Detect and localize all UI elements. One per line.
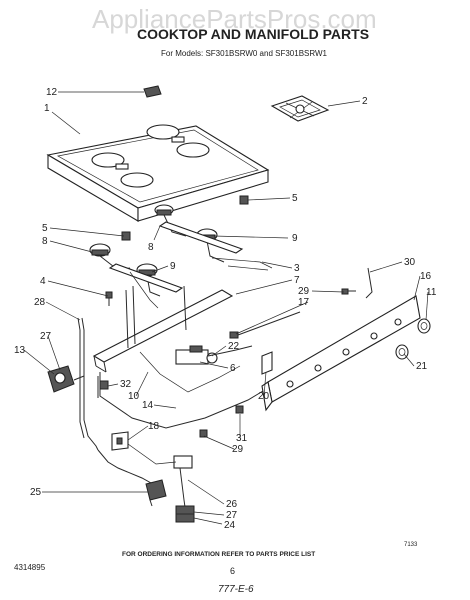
callout-7: 7 xyxy=(294,275,300,286)
callout-5-left: 5 xyxy=(42,223,48,234)
callout-32: 32 xyxy=(120,379,132,390)
callout-5-right: 5 xyxy=(292,193,298,204)
cooktop-clip xyxy=(143,85,162,98)
lower-gas-line xyxy=(97,449,161,489)
burner-tube-3 xyxy=(129,271,159,309)
callout-25: 27 xyxy=(226,510,238,521)
callout-17: 18 xyxy=(148,421,160,432)
callout-16: 17 xyxy=(298,297,310,308)
callout-2: 2 xyxy=(362,96,368,107)
callout-26: 27 xyxy=(40,331,52,342)
burner-front-left xyxy=(89,243,131,271)
callout-8-right: 8 xyxy=(148,242,154,253)
callout-12: 12 xyxy=(46,87,58,98)
bracket-18 xyxy=(261,351,273,375)
callout-21: 22 xyxy=(228,341,240,352)
burner-tube-1 xyxy=(211,257,273,269)
burner-tube-2 xyxy=(227,265,269,271)
burner-bracket-rear xyxy=(158,221,244,254)
callout-9-left: 9 xyxy=(170,261,176,272)
callout-13: 13 xyxy=(14,345,26,356)
callout-30: 29 xyxy=(232,444,244,455)
callout-23: 25 xyxy=(30,487,42,498)
ignitor-tube xyxy=(139,351,241,393)
callout-11: 11 xyxy=(426,287,437,298)
manifold-pipe xyxy=(99,372,269,429)
leader-lines xyxy=(23,91,429,525)
burner-box-frame xyxy=(92,285,234,373)
callout-29: 30 xyxy=(404,257,416,268)
control-panel xyxy=(261,295,421,412)
callout-9-right: 9 xyxy=(292,233,298,244)
screw-31 xyxy=(235,405,244,414)
screw-28 xyxy=(341,288,356,295)
knob-11 xyxy=(417,318,431,334)
callout-31: 31 xyxy=(236,433,248,444)
screw-4 xyxy=(105,291,113,306)
page-number: 6 xyxy=(230,566,235,576)
callout-14: 14 xyxy=(142,400,154,411)
callout-18: 20 xyxy=(258,391,270,402)
ordering-note: FOR ORDERING INFORMATION REFER TO PARTS … xyxy=(122,551,315,558)
bracket-17 xyxy=(111,431,129,451)
diagram-code: 7133 xyxy=(404,542,418,548)
burner-rear-left xyxy=(154,204,187,237)
callout-6: 6 xyxy=(230,363,236,374)
screw-30 xyxy=(199,429,208,438)
callout-4: 4 xyxy=(40,276,46,287)
clip-5-right xyxy=(239,195,249,205)
page-subtitle: For Models: SF301BSRW0 and SF301BSRW1 xyxy=(161,49,328,58)
callout-1: 1 xyxy=(44,103,50,114)
gas-valve-assembly xyxy=(175,345,253,365)
shutoff-valve xyxy=(145,479,167,507)
regulator-lower xyxy=(173,455,195,523)
callout-3: 3 xyxy=(294,263,300,274)
callout-28: 29 xyxy=(298,286,310,297)
burner-grate xyxy=(270,95,330,122)
cooktop-panel xyxy=(46,124,270,222)
callout-20: 21 xyxy=(416,361,428,372)
wire-29 xyxy=(365,267,373,299)
handwritten-note: 777-E-6 xyxy=(218,584,254,595)
callout-15: 16 xyxy=(420,271,432,282)
callout-22: 24 xyxy=(224,520,236,531)
page-title: COOKTOP AND MANIFOLD PARTS xyxy=(137,26,369,42)
callout-24: 26 xyxy=(226,499,238,510)
callout-10: 10 xyxy=(128,391,140,402)
ignitor-switch xyxy=(229,311,301,339)
watermark: AppliancePartsPros.com xyxy=(92,4,377,34)
pressure-regulator xyxy=(47,365,85,393)
callout-8-left: 8 xyxy=(42,236,48,247)
doc-number: 4314895 xyxy=(14,563,46,572)
fitting-32 xyxy=(99,380,109,390)
burner-bracket-front xyxy=(108,263,184,293)
callout-27: 28 xyxy=(34,297,46,308)
gas-line-tube xyxy=(81,317,99,451)
callout-labels: 12 1 2 5 5 8 8 9 9 3 7 4 28 29 17 30 16 … xyxy=(14,87,437,531)
